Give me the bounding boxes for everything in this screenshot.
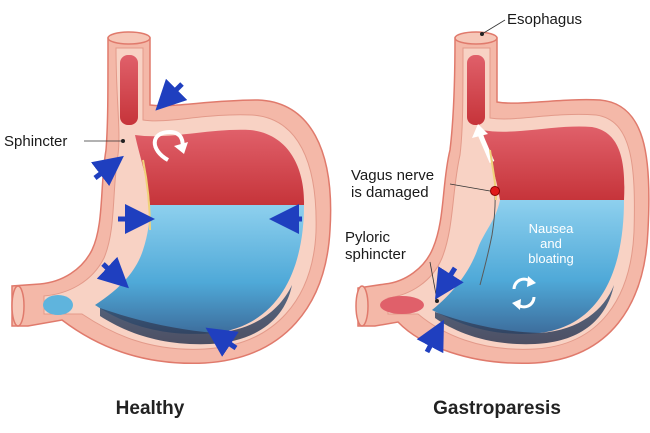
- contraction-arrow-icon: [205, 327, 239, 357]
- vagus-pointer-line: [449, 183, 491, 192]
- healthy-fluid-bottom: [100, 285, 292, 345]
- gastroparesis-esophagus-opening: [454, 31, 498, 45]
- healthy-upper-cavity: [135, 129, 305, 205]
- healthy-gastric-fluid: [95, 205, 304, 334]
- contraction-arrow-icon: [96, 256, 129, 289]
- gastroparesis-contraction-arrows: [416, 266, 464, 354]
- healthy-duodenum-contents: [43, 295, 73, 315]
- gastroparesis-pylorus-opening: [355, 285, 369, 327]
- contraction-arrow-icon: [434, 266, 464, 300]
- esophagus-label: Esophagus: [507, 11, 583, 28]
- contraction-arrow-icon: [90, 155, 124, 187]
- vagus-nerve-label: Vagus nerve is damaged: [351, 167, 434, 202]
- gastroparesis-fluid-bottom: [435, 285, 614, 345]
- pyloric-sphincter-label-line2: sphincter: [345, 246, 406, 264]
- vagus-nerve-damage-dot: [490, 186, 500, 196]
- symptom-label: Nausea and bloating: [516, 221, 586, 267]
- healthy-pylorus-opening: [11, 285, 25, 327]
- gastroparesis-duodenum-lumen: [380, 296, 424, 314]
- return-flow-arrow-icon: [152, 129, 185, 162]
- gastroparesis-esophagus-lumen: [467, 55, 485, 125]
- symptom-label-line2: and: [540, 235, 562, 251]
- gastroparesis-panel-title: Gastroparesis: [433, 398, 561, 419]
- contraction-arrow-icon: [155, 78, 188, 111]
- healthy-esophagus-opening: [107, 31, 151, 45]
- contraction-arrow-icon: [416, 319, 444, 354]
- healthy-esophagus-lumen: [120, 55, 138, 125]
- sphincter-label: Sphincter: [4, 133, 68, 150]
- gastroparesis-gastric-fluid: [432, 200, 624, 334]
- esophagus-pointer-line: [481, 19, 506, 35]
- healthy-panel-title: Healthy: [115, 398, 185, 419]
- pyloric-sphincter-label-line1: Pyloric: [345, 229, 391, 246]
- symptom-label-line1: Nausea: [528, 221, 574, 236]
- vagus-nerve-label-line1: Vagus nerve: [351, 167, 435, 184]
- healthy-stomach: [11, 31, 332, 365]
- gastroparesis-stomach: [355, 19, 650, 365]
- gastroparesis-upper-cavity: [482, 126, 625, 200]
- reflux-arrow-icon: [477, 133, 495, 163]
- pyloric-sphincter-label: Pyloric sphincter: [345, 229, 406, 264]
- sphincter-pointer-dot: [121, 139, 125, 143]
- healthy-contraction-arrows: [90, 78, 302, 357]
- symptom-label-line3: bloating: [528, 250, 574, 266]
- vagus-nerve-label-line2: is damaged: [351, 184, 429, 202]
